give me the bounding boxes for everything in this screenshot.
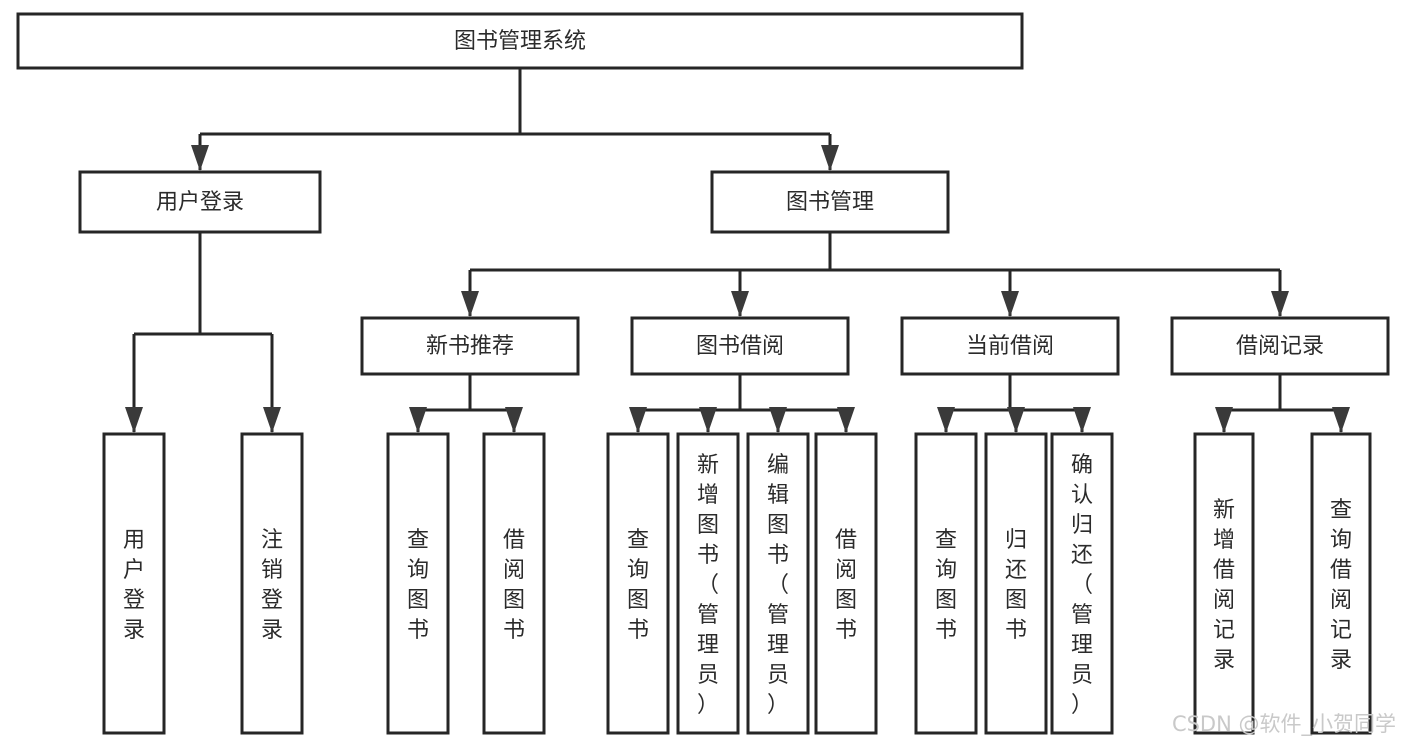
node-label-leaf-borrow-book-recommend: 借阅图书 (503, 528, 525, 643)
arrow-head-icon-leaf-user-login (125, 407, 143, 433)
arrow-head-icon-leaf-add-borrow-record (1215, 407, 1233, 433)
node-current-borrow[interactable]: 当前借阅 (900, 316, 1120, 376)
node-label-leaf-return-book: 归还图书 (1005, 528, 1027, 643)
node-leaf-add-book-admin[interactable]: 新增图书（管理员） (676, 432, 740, 735)
node-label-leaf-borrow-book: 借阅图书 (835, 528, 857, 643)
node-label-borrow-records: 借阅记录 (1236, 334, 1324, 359)
node-label-root: 图书管理系统 (454, 29, 586, 54)
arrow-head-icon-leaf-borrow-book (837, 407, 855, 433)
node-leaf-query-borrow-record[interactable]: 查询借阅记录 (1310, 432, 1372, 735)
node-box-leaf-borrow-book (814, 432, 878, 735)
arrow-head-icon-user-login (191, 145, 209, 171)
node-leaf-query-book-recommend[interactable]: 查询图书 (386, 432, 450, 735)
node-label-leaf-query-borrow-record: 查询借阅记录 (1330, 498, 1352, 673)
node-label-leaf-query-book-borrow: 查询图书 (627, 528, 649, 643)
node-label-user-login: 用户登录 (156, 190, 244, 215)
node-user-login[interactable]: 用户登录 (78, 170, 322, 234)
node-box-leaf-add-book-admin (676, 432, 740, 735)
arrow-head-icon-book-borrow (731, 291, 749, 317)
node-leaf-edit-book-admin[interactable]: 编辑图书（管理员） (746, 432, 810, 735)
node-label-current-borrow: 当前借阅 (966, 334, 1054, 359)
node-box-new-book-recommend (360, 316, 580, 376)
arrow-head-icon-leaf-query-book-borrow (629, 407, 647, 433)
node-label-leaf-confirm-return-admin: 确认归还（管理员） (1071, 453, 1093, 718)
arrow-head-icon-leaf-user-logout (263, 407, 281, 433)
node-leaf-user-logout[interactable]: 注销登录 (240, 432, 304, 735)
arrow-head-icon-leaf-edit-book-admin (769, 407, 787, 433)
node-box-leaf-return-book (984, 432, 1048, 735)
node-leaf-query-book-borrow[interactable]: 查询图书 (606, 432, 670, 735)
node-label-book-borrow: 图书借阅 (696, 334, 784, 359)
node-box-leaf-query-borrow-record (1310, 432, 1372, 735)
node-root[interactable]: 图书管理系统 (16, 12, 1024, 70)
node-box-book-borrow (630, 316, 850, 376)
node-box-book-management (710, 170, 950, 234)
csdn-watermark: CSDN @软件_小贺同学 (1172, 712, 1396, 737)
arrow-head-icon-leaf-query-borrow-record (1332, 407, 1350, 433)
arrow-head-icon-leaf-add-book-admin (699, 407, 717, 433)
node-new-book-recommend[interactable]: 新书推荐 (360, 316, 580, 376)
node-label-leaf-query-book-current: 查询图书 (935, 528, 957, 643)
arrow-head-icon-leaf-return-book (1007, 407, 1025, 433)
node-leaf-confirm-return-admin[interactable]: 确认归还（管理员） (1050, 432, 1114, 735)
node-box-leaf-query-book-current (914, 432, 978, 735)
arrow-head-icon-borrow-records (1271, 291, 1289, 317)
node-book-borrow[interactable]: 图书借阅 (630, 316, 850, 376)
node-book-management[interactable]: 图书管理 (710, 170, 950, 234)
node-label-leaf-edit-book-admin: 编辑图书（管理员） (767, 453, 789, 718)
arrow-head-icon-book-management (821, 145, 839, 171)
node-label-leaf-add-book-admin: 新增图书（管理员） (697, 453, 719, 718)
node-leaf-borrow-book-recommend[interactable]: 借阅图书 (482, 432, 546, 735)
node-borrow-records[interactable]: 借阅记录 (1170, 316, 1390, 376)
arrow-head-icon-leaf-query-book-recommend (409, 407, 427, 433)
node-leaf-add-borrow-record[interactable]: 新增借阅记录 (1193, 432, 1255, 735)
node-layer: 图书管理系统用户登录图书管理新书推荐图书借阅当前借阅借阅记录用户登录注销登录查询… (16, 12, 1390, 735)
node-box-leaf-query-book-recommend (386, 432, 450, 735)
arrow-head-icon-leaf-borrow-book-recommend (505, 407, 523, 433)
arrow-head-icon-current-borrow (1001, 291, 1019, 317)
node-label-leaf-add-borrow-record: 新增借阅记录 (1213, 498, 1235, 673)
node-label-new-book-recommend: 新书推荐 (426, 334, 514, 359)
node-label-book-management: 图书管理 (786, 190, 874, 215)
node-box-user-login (78, 170, 322, 234)
node-box-leaf-add-borrow-record (1193, 432, 1255, 735)
node-box-leaf-edit-book-admin (746, 432, 810, 735)
connector-layer (125, 68, 1350, 433)
node-box-leaf-borrow-book-recommend (482, 432, 546, 735)
node-label-leaf-query-book-recommend: 查询图书 (407, 528, 429, 643)
node-box-leaf-confirm-return-admin (1050, 432, 1114, 735)
node-leaf-user-login[interactable]: 用户登录 (102, 432, 166, 735)
node-box-leaf-query-book-borrow (606, 432, 670, 735)
node-box-current-borrow (900, 316, 1120, 376)
arrow-head-icon-new-book-recommend (461, 291, 479, 317)
node-label-leaf-user-logout: 注销登录 (261, 528, 283, 643)
node-leaf-return-book[interactable]: 归还图书 (984, 432, 1048, 735)
arrow-head-icon-leaf-confirm-return-admin (1073, 407, 1091, 433)
node-leaf-query-book-current[interactable]: 查询图书 (914, 432, 978, 735)
node-box-root (16, 12, 1024, 70)
node-box-borrow-records (1170, 316, 1390, 376)
node-label-leaf-user-login: 用户登录 (123, 528, 145, 643)
node-leaf-borrow-book[interactable]: 借阅图书 (814, 432, 878, 735)
arrow-head-icon-leaf-query-book-current (937, 407, 955, 433)
node-box-leaf-user-login (102, 432, 166, 735)
node-box-leaf-user-logout (240, 432, 304, 735)
